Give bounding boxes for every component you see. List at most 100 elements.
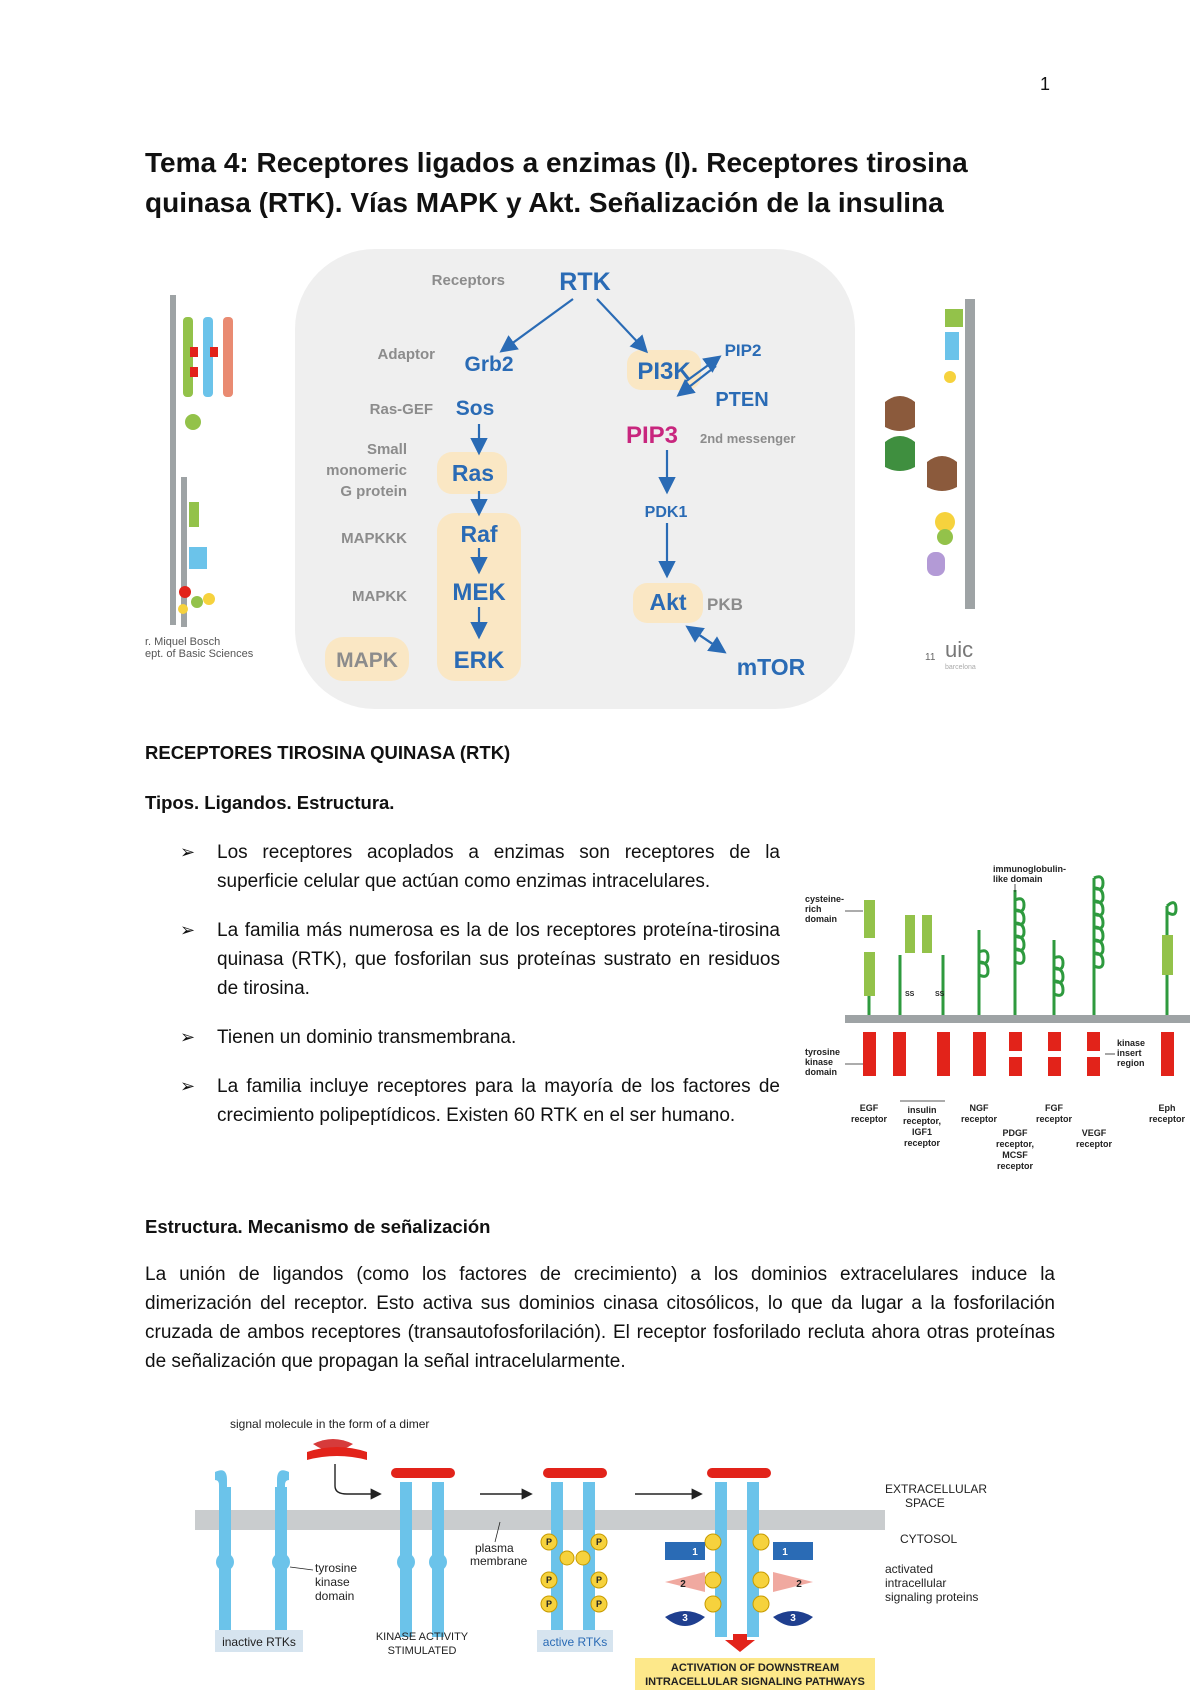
protein-number: 3 [790,1613,796,1624]
kinase-stimulated-label: KINASE ACTIVITY [376,1631,469,1643]
receptor-fgf-label: receptor [1036,1114,1073,1124]
tyrosine-kinase-label: tyrosine [315,1561,357,1575]
pkb-label: PKB [707,595,743,614]
node-erk: ERK [454,647,505,674]
receptor-insulin-label: insulin [908,1105,937,1115]
row-label: Ras-GEF [370,401,433,418]
extracellular-label: SPACE [905,1496,945,1510]
row-label: MAPKK [352,588,407,605]
node-pi3k: PI3K [637,358,691,385]
phospho-label: P [546,1575,552,1585]
receptor-vegf-label: VEGF [1082,1128,1107,1138]
right-thumbnail-figure [885,299,975,609]
node-raf: Raf [460,521,497,547]
plasma-membrane-label: membrane [470,1554,528,1568]
slide-pathway-figure: Receptors Adaptor Ras-GEF Small monomeri… [145,249,976,709]
label-cysteine: cysteine- [805,894,844,904]
plasma-membrane-label: plasma [475,1541,514,1555]
row-label: MAPKKK [341,530,407,547]
list-item: ➢La familia incluye receptores para la m… [180,1072,780,1130]
node-akt: Akt [649,589,686,615]
label-tyrosine-kinase: tyrosine [805,1047,840,1057]
document-title: Tema 4: Receptores ligados a enzimas (I)… [145,147,968,218]
protein-number: 2 [796,1579,802,1590]
subheading-mechanism: Estructura. Mecanismo de señalización [145,1216,491,1237]
inactive-rtks-label: inactive RTKs [222,1635,296,1649]
bullet-arrow-icon: ➢ [180,842,196,862]
node-sos: Sos [456,397,495,420]
phospho-label: P [596,1599,602,1609]
kinase-stimulated-label: STIMULATED [388,1645,457,1657]
node-mek: MEK [452,579,506,606]
rtk-family-figure: cysteine- rich domain immunoglobulin- li… [805,864,1190,1171]
receptor-ngf-label: NGF [970,1103,990,1113]
subheading-types: Tipos. Ligandos. Estructura. [145,792,395,813]
row-label: Receptors [432,272,505,289]
label-immunoglobulin: like domain [993,874,1043,884]
cytosol-label: CYTOSOL [900,1532,957,1546]
label-cysteine: rich [805,904,822,914]
downstream-label: INTRACELLULAR SIGNALING PATHWAYS [645,1676,865,1688]
receptor-pdgf-label: PDGF [1002,1128,1028,1138]
footer-author: r. Miquel Bosch [145,636,220,648]
receptor-insulin-label: receptor [904,1138,941,1148]
node-pip3: PIP3 [626,422,678,449]
activated-proteins-label: signaling proteins [885,1590,978,1604]
receptor-insulin-label: receptor, [903,1116,941,1126]
phospho-label: P [596,1575,602,1585]
rtk-mechanism-figure: signal molecule in the form of a dimer [195,1417,987,1690]
receptor-fgf-label: FGF [1045,1103,1063,1113]
slide-number: 11 [925,652,936,663]
label-cysteine: domain [805,914,837,924]
label-immunoglobulin: immunoglobulin- [993,864,1066,874]
label-ss: SS [905,991,915,998]
protein-number: 3 [682,1613,688,1624]
label-ss: SS [935,991,945,998]
receptor-vegf-label: receptor [1076,1139,1113,1149]
bullet-arrow-icon: ➢ [180,1076,196,1096]
bullet-arrow-icon: ➢ [180,920,196,940]
node-ras: Ras [452,460,494,486]
bullet-arrow-icon: ➢ [180,1027,196,1047]
footer-dept: ept. of Basic Sciences [145,648,254,660]
node-mtor: mTOR [737,654,806,680]
section-heading: RECEPTORES TIROSINA QUINASA (RTK) [145,742,511,763]
list-item: ➢Tienen un dominio transmembrana. [180,1023,780,1052]
mechanism-paragraph: La unión de ligandos (como los factores … [145,1264,1055,1372]
label-kinase-insert: insert [1117,1048,1142,1058]
node-pip2: PIP2 [725,341,762,360]
phospho-label: P [546,1599,552,1609]
extracellular-label: EXTRACELLULAR [885,1482,987,1496]
receptor-pdgf-label: receptor, [996,1139,1034,1149]
node-pdk1: PDK1 [645,504,688,521]
tyrosine-kinase-label: domain [315,1589,354,1603]
protein-number: 2 [680,1579,686,1590]
node-mapk: MAPK [336,649,398,672]
receptor-egf-label: EGF [860,1103,879,1113]
label-kinase-insert: region [1117,1058,1145,1068]
uic-logo-sub: barcelona [945,664,976,671]
phospho-label: P [596,1537,602,1547]
uic-logo: uic [945,637,973,662]
row-label: monomeric [326,462,407,479]
signal-molecule-label: signal molecule in the form of a dimer [230,1417,429,1431]
tyrosine-kinase-label: kinase [315,1575,350,1589]
row-label: G protein [340,483,407,500]
receptor-eph-label: receptor [1149,1114,1186,1124]
left-thumbnail-figure [170,295,233,627]
protein-number: 1 [692,1547,698,1558]
row-label: Small [367,441,407,458]
receptor-egf-label: receptor [851,1114,888,1124]
receptor-pdgf-label: MCSF [1002,1150,1028,1160]
list-item: ➢La familia más numerosa es la de los re… [180,916,780,1003]
downstream-label: ACTIVATION OF DOWNSTREAM [671,1662,839,1674]
active-rtks-label: active RTKs [543,1635,607,1649]
label-kinase-insert: kinase [1117,1038,1145,1048]
label-tyrosine-kinase: kinase [805,1057,833,1067]
node-rtk: RTK [559,268,610,296]
node-grb2: Grb2 [464,353,513,376]
receptor-ngf-label: receptor [961,1114,998,1124]
bullet-list: ➢Los receptores acoplados a enzimas son … [180,838,780,1150]
node-pten: PTEN [715,389,768,411]
activated-proteins-label: intracellular [885,1576,946,1590]
